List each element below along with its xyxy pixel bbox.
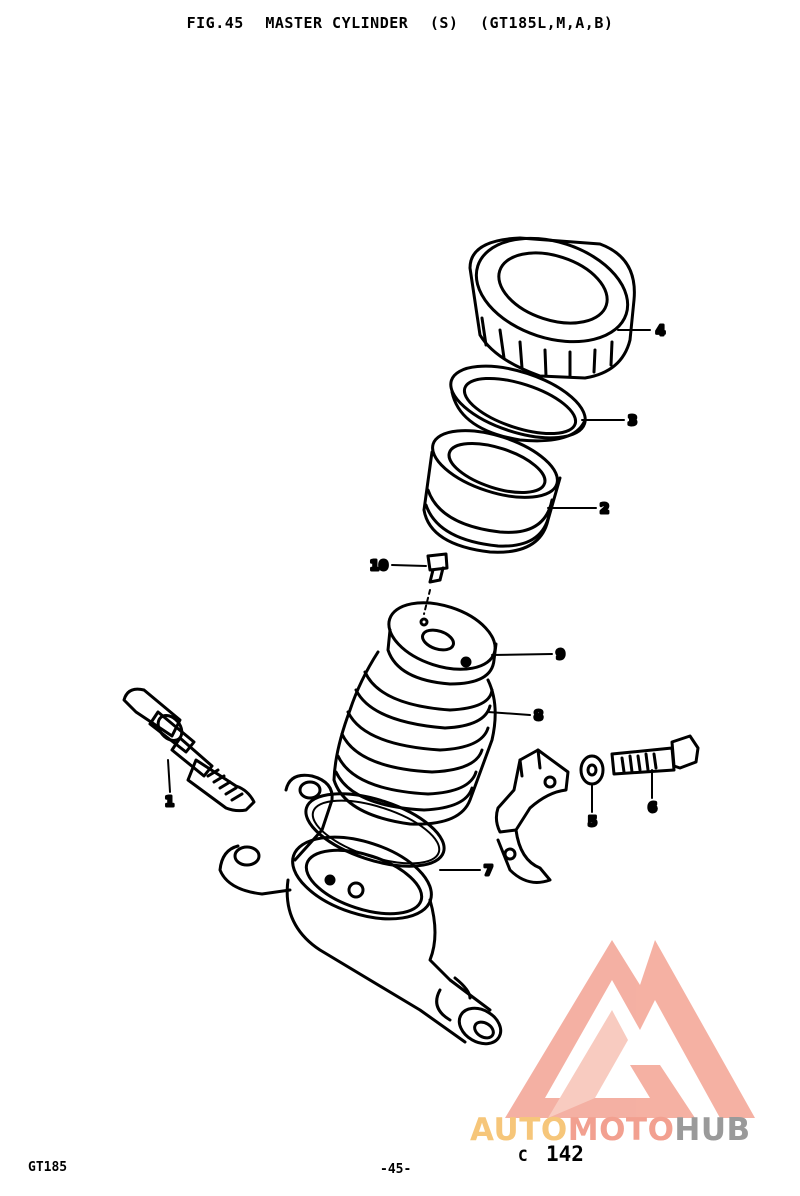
- figure-symbol: (S): [429, 14, 459, 32]
- figure-header: FIG.45 MASTER CYLINDER (S) (GT185L,M,A,B…: [0, 14, 800, 32]
- washer: [579, 754, 605, 786]
- callout-3: 3: [628, 414, 637, 429]
- callout-10: 10: [370, 559, 388, 574]
- handlebar-clamp: [494, 748, 570, 884]
- figure-models: (GT185L,M,A,B): [479, 14, 614, 32]
- watermark-part-moto: MOTO: [567, 1112, 675, 1148]
- callout-7: 7: [484, 864, 493, 879]
- callout-6: 6: [648, 801, 657, 816]
- watermark-text: AUTOMOTOHUB: [470, 1112, 751, 1148]
- footer-code: 142: [546, 1142, 584, 1166]
- leader-lines: [167, 329, 653, 871]
- reservoir-cap: [468, 236, 636, 380]
- callout-2: 2: [600, 502, 609, 517]
- callout-5: 5: [588, 815, 597, 830]
- callout-8: 8: [534, 709, 543, 724]
- piston-assembly: [122, 687, 256, 813]
- footer-code-prefix: C: [518, 1146, 528, 1165]
- bolt: [610, 734, 700, 776]
- figure-title: MASTER CYLINDER: [265, 14, 409, 32]
- callout-1: 1: [165, 795, 174, 810]
- watermark-part-auto: AUTO: [470, 1112, 568, 1148]
- footer-model: GT185: [28, 1160, 68, 1175]
- figure-number: FIG.45: [186, 14, 244, 32]
- cover-plate: [386, 601, 498, 686]
- watermark-part-hub: HUB: [674, 1112, 751, 1148]
- master-cylinder-body: [218, 773, 503, 1046]
- diaphragm: [449, 364, 587, 443]
- callout-4: 4: [656, 324, 665, 339]
- reservoir-body: [422, 429, 562, 554]
- watermark-logo: [505, 940, 755, 1118]
- footer-page-number: -45-: [380, 1162, 412, 1177]
- callout-9: 9: [556, 648, 565, 663]
- rubber-boot: [332, 650, 497, 826]
